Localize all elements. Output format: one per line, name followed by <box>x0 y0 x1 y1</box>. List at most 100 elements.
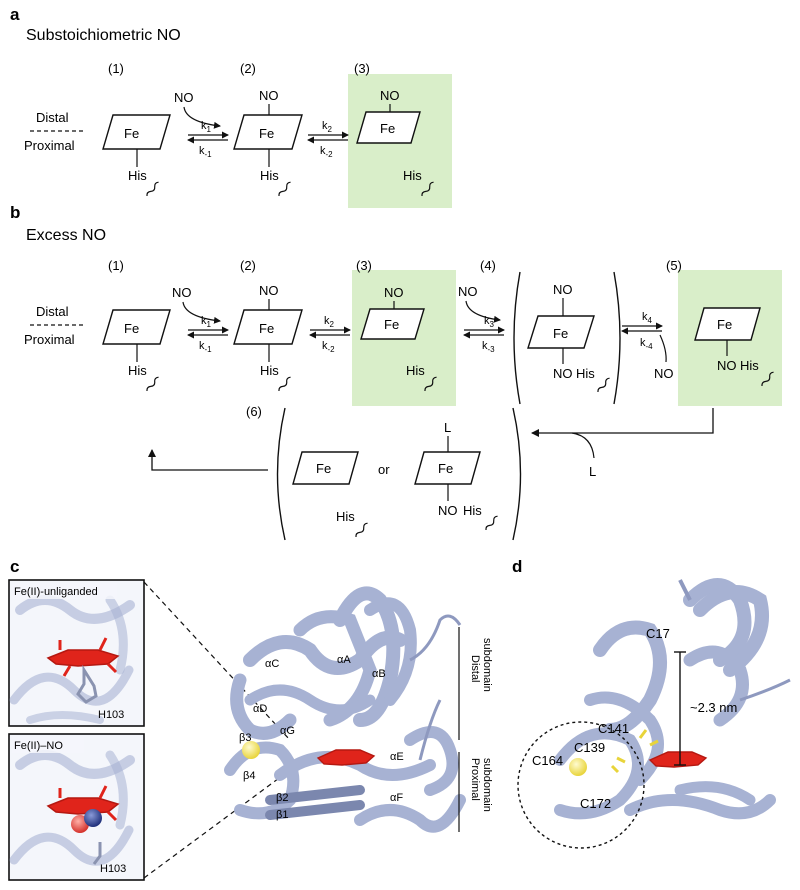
heme-stick <box>648 751 708 768</box>
fe-label: Fe <box>316 461 331 476</box>
heme-b6a: Fe His <box>292 451 370 539</box>
rate-k3: k3 <box>484 315 495 329</box>
rate-k-1: k-1 <box>199 340 212 354</box>
heme-plane <box>292 451 359 485</box>
helix-label: αF <box>390 792 403 804</box>
no-nitrogen-sphere <box>84 809 102 827</box>
state-label: (3) <box>354 61 370 76</box>
his-stick <box>76 664 98 704</box>
his-label: His <box>128 168 147 183</box>
heme-stick <box>316 749 376 766</box>
heme-b1: Fe His <box>102 309 171 393</box>
heme-a1: Fe His <box>102 114 171 198</box>
his-chain <box>277 375 293 393</box>
heme-b3: NO Fe His <box>360 285 439 393</box>
strand-label: β1 <box>276 809 288 821</box>
heme-a2: NO Fe His <box>233 88 303 198</box>
state-label: (4) <box>480 258 496 273</box>
his-chain <box>354 521 370 539</box>
ligand-label: L <box>444 420 451 435</box>
fe-label: Fe <box>259 321 274 336</box>
heme-plane <box>694 307 761 341</box>
heme-plane <box>414 451 481 485</box>
residue-label: C141 <box>598 721 629 736</box>
his-label: His <box>403 168 422 183</box>
bracket-left <box>513 271 521 405</box>
no-label: NO <box>384 285 404 300</box>
fe-label: Fe <box>380 121 395 136</box>
panel-d-letter: d <box>512 557 522 576</box>
return-arrow <box>531 408 714 437</box>
heme-plane <box>102 114 171 150</box>
no-binding-arrow <box>465 300 501 323</box>
heme-plane <box>360 308 425 340</box>
helix-label: αB <box>372 668 386 680</box>
panel-a-letter: a <box>10 5 20 24</box>
panel-b-letter: b <box>10 203 20 222</box>
zoom-line <box>143 769 291 879</box>
no-label: NO <box>259 88 279 103</box>
heme-plane <box>233 114 303 150</box>
heme-b2: NO Fe His <box>233 283 303 393</box>
no-label: NO <box>553 366 573 381</box>
distal-label: Distal <box>36 110 69 125</box>
bracket-left <box>276 407 286 541</box>
his-label: His <box>406 363 425 378</box>
cycle-arrow <box>148 449 268 471</box>
helix-label: αD <box>253 703 267 715</box>
residue-label: H103 <box>98 709 124 721</box>
cysteine-cluster-circle <box>517 721 645 849</box>
fe-label: Fe <box>717 317 732 332</box>
heme-plane <box>356 111 421 144</box>
heme-plane <box>102 309 171 345</box>
protein-structure-d <box>554 578 791 820</box>
residue-label: C139 <box>574 740 605 755</box>
helix-label: αE <box>390 751 404 763</box>
state-label: (5) <box>666 258 682 273</box>
bracket-right <box>613 271 621 405</box>
proximal-subdomain-label: Proximal <box>469 758 481 801</box>
ligand-arrow <box>571 432 595 459</box>
fe-label: Fe <box>553 326 568 341</box>
inset-unliganded: Fe(II)-unliganded H103 <box>8 579 145 727</box>
no-binding-arrow <box>182 301 221 324</box>
rate-k-4: k-4 <box>640 337 653 351</box>
rate-k-2: k-2 <box>320 145 333 159</box>
inset-title: Fe(II)-unliganded <box>14 586 98 598</box>
rate-k-2: k-2 <box>322 340 335 354</box>
bracket-right <box>512 407 522 541</box>
helix-label: αC <box>265 658 279 670</box>
his-chain <box>145 375 161 393</box>
state-label: (2) <box>240 258 256 273</box>
his-label: His <box>128 363 147 378</box>
heme-b4: NO Fe NO His <box>527 282 612 394</box>
fe-label: Fe <box>124 126 139 141</box>
state-label: (6) <box>246 404 262 419</box>
rate-k4: k4 <box>642 311 653 325</box>
strand-label: β4 <box>243 770 255 782</box>
no-label: NO <box>380 88 400 103</box>
rate-k1: k1 <box>201 315 212 329</box>
residue-label: C164 <box>532 753 563 768</box>
his-chain <box>596 376 612 394</box>
or-label: or <box>378 462 390 477</box>
rate-k-3: k-3 <box>482 340 495 354</box>
state-label: (2) <box>240 61 256 76</box>
his-chain <box>484 514 500 532</box>
no-label: NO <box>553 282 573 297</box>
his-chain <box>277 180 293 198</box>
no-label: NO <box>717 358 737 373</box>
his-label: His <box>576 366 595 381</box>
rate-k2: k2 <box>322 120 333 134</box>
his-label: His <box>463 503 482 518</box>
state-label: (1) <box>108 258 124 273</box>
distal-label: Distal <box>36 304 69 319</box>
inset-title: Fe(II)–NO <box>14 740 63 752</box>
his-label: His <box>260 363 279 378</box>
distal-subdomain-label: subdomain <box>481 638 493 692</box>
his-chain <box>145 180 161 198</box>
residue-label: C172 <box>580 796 611 811</box>
heme-b6b: L Fe NO His <box>414 420 500 532</box>
fe-label: Fe <box>438 461 453 476</box>
